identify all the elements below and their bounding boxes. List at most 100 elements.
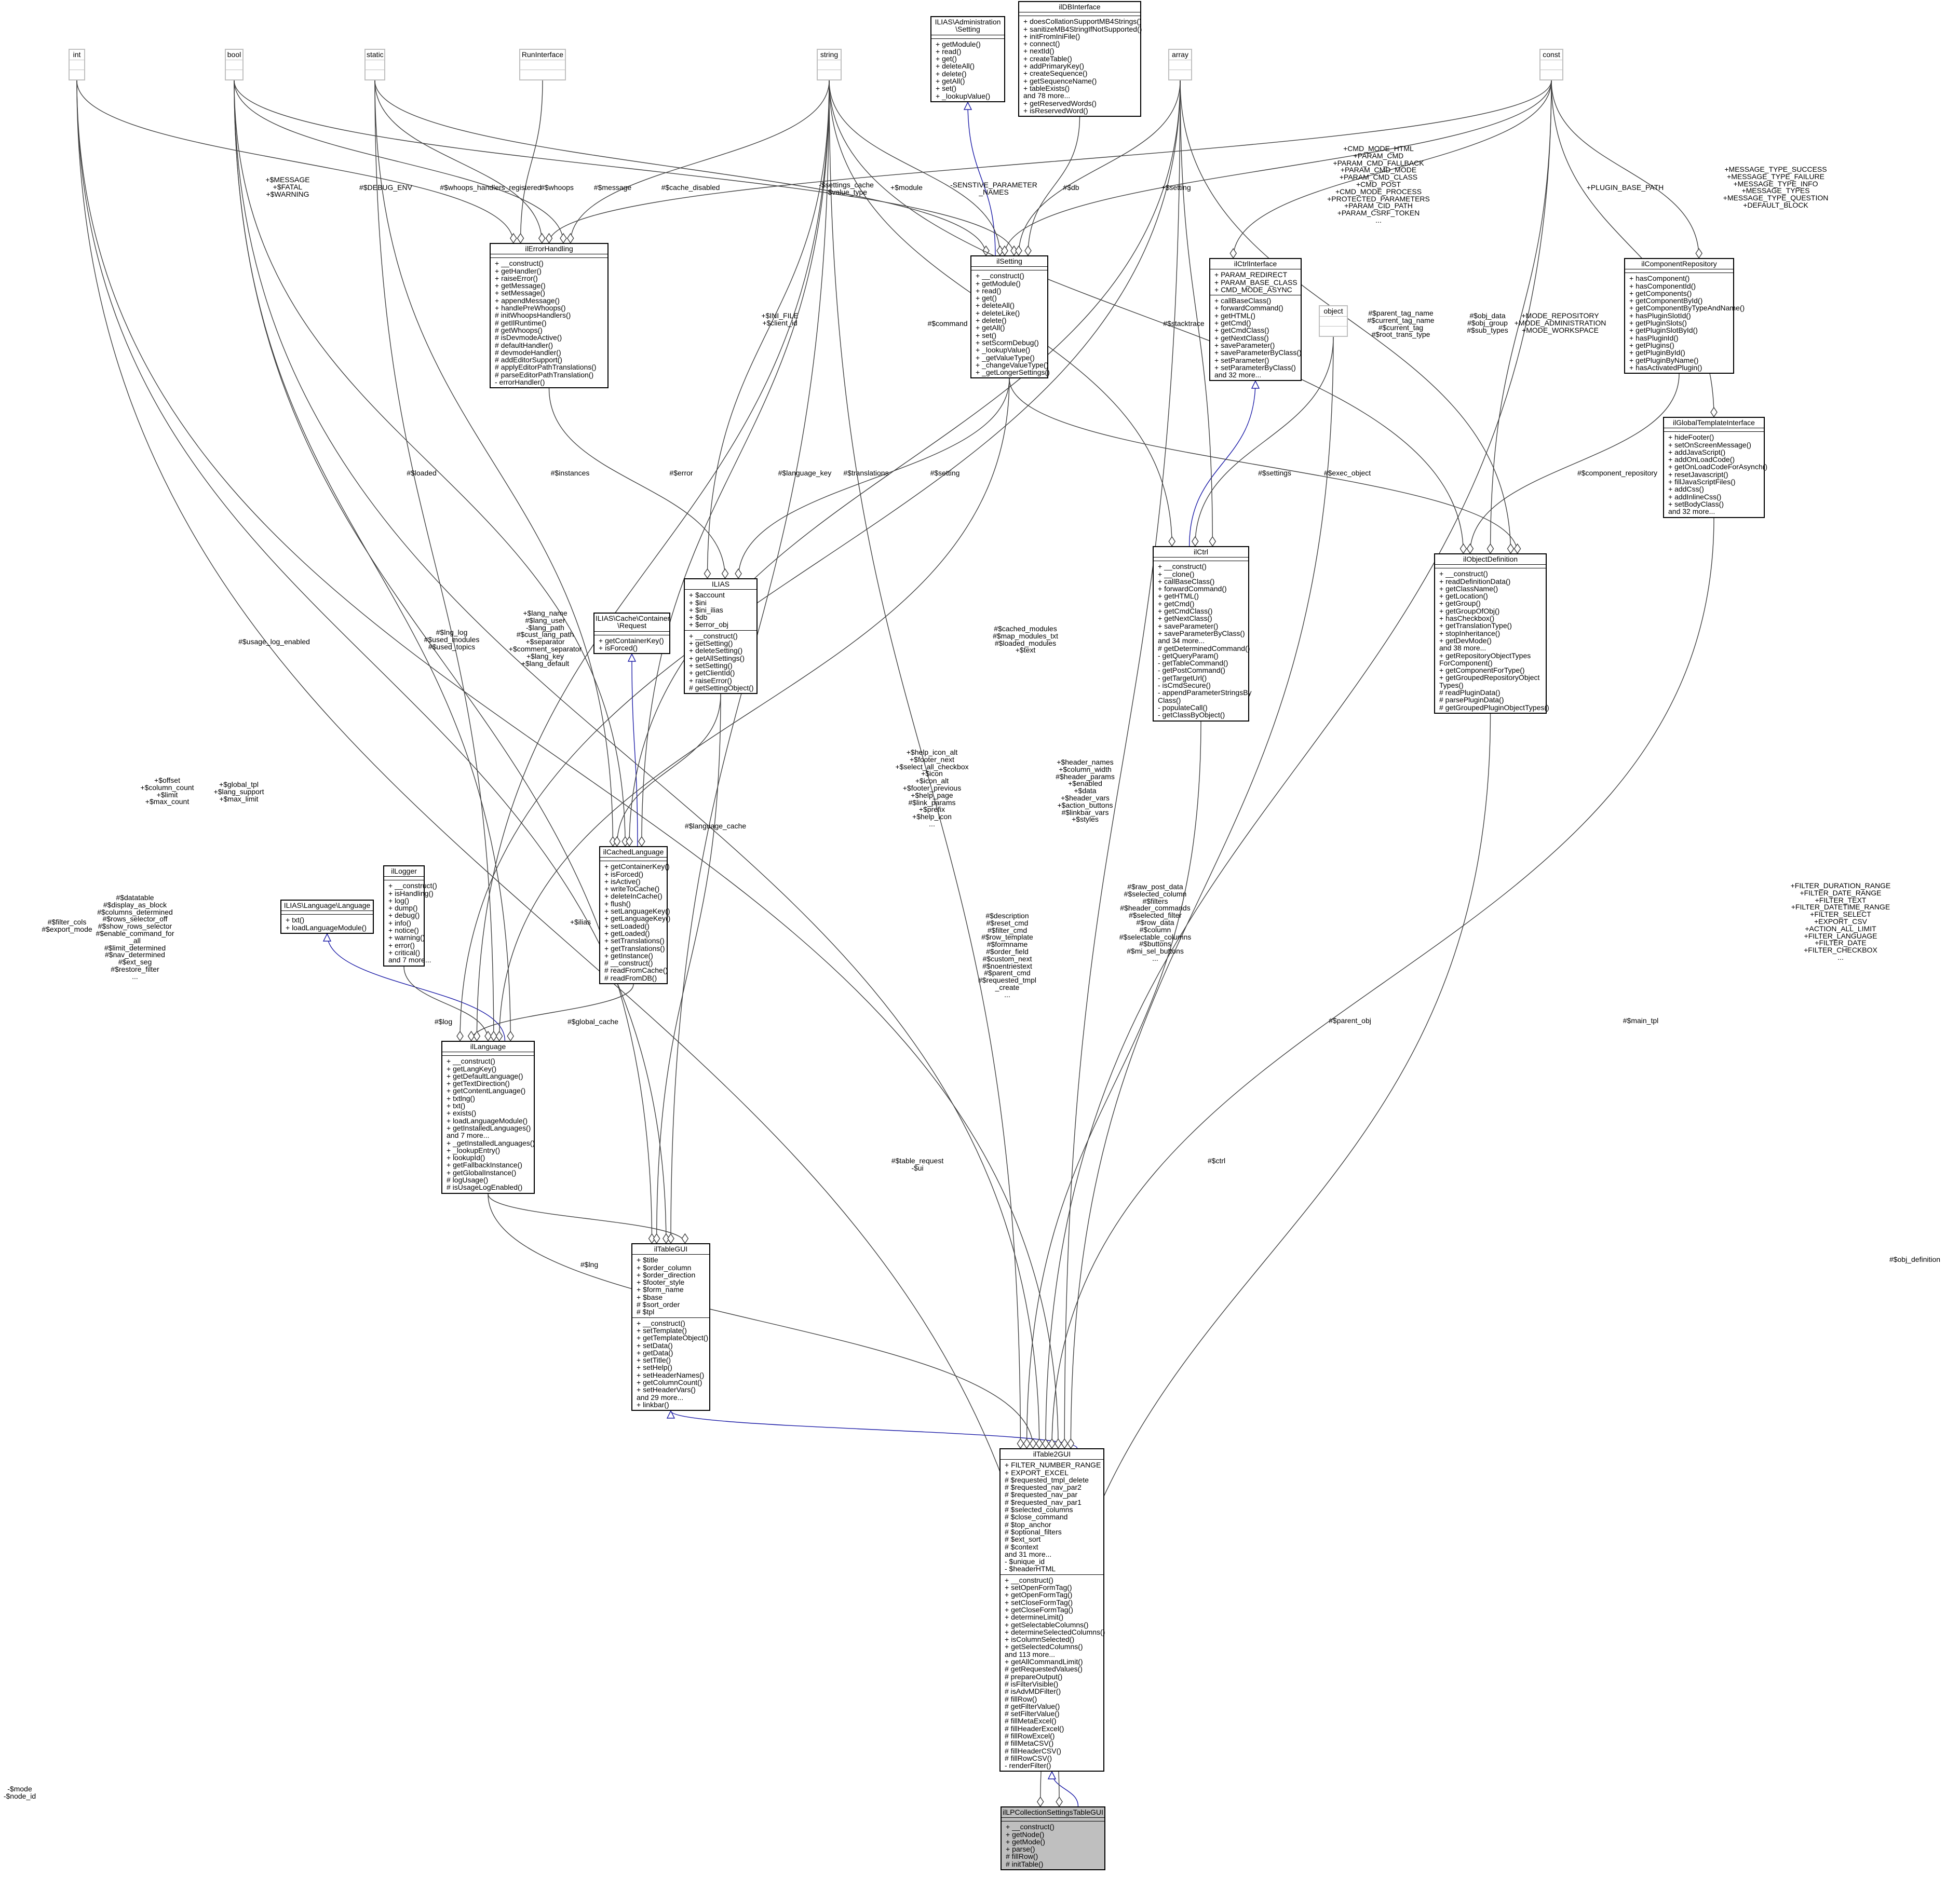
usage-edge-ilsetting-const [1004,80,1552,256]
edge-label-main-tpl: #$main_tpl [1623,1016,1659,1025]
class-attributes [1540,60,1562,71]
method: + isReservedWord() [1023,106,1088,115]
composition-diamond-icon [467,1030,475,1042]
class-methods: + __construct()+ setTemplate()+ getTempl… [632,1318,709,1410]
method: + read() [976,286,1002,295]
method: # getIlRuntime() [495,318,547,327]
edge-label-mode-node: -$mode -$node_id [3,1785,36,1800]
method: + determineSelectedColumns() [1005,1627,1105,1636]
method: - appendParameterStringsBy [1158,688,1252,697]
composition-diamond-icon [1486,543,1494,554]
class-name: bool [226,50,242,61]
attribute: + $db [689,613,708,622]
method: # readPluginData() [1439,688,1501,697]
method: + __construct() [1006,1823,1055,1831]
composition-diamond-icon [1209,536,1216,547]
method: + setLanguageKey() [604,907,670,916]
method: + notice() [388,926,419,935]
method: + nextId() [1023,47,1055,56]
composition-diamond-icon [667,1233,674,1244]
method: + getDevMode() [1439,636,1492,645]
method: # getWhoops() [495,325,543,334]
method: and 78 more... [1023,91,1071,100]
edge-label-global-cache: #$global_cache [567,1017,619,1026]
method: - getQueryParam() [1158,651,1219,660]
attribute: # $requested_nav_par [1005,1490,1078,1499]
method: + isColumnSelected() [1005,1635,1075,1644]
composition-diamond-icon [1015,245,1022,256]
edge-label-obj-data: #$obj_data #$obj_group #$sub_types [1467,311,1508,334]
method: + getPluginByName() [1629,356,1699,364]
attribute: # $top_anchor [1005,1520,1051,1529]
class-attributes [281,911,373,915]
inheritance-arrowhead-icon [322,933,332,942]
attribute: + $title [637,1256,658,1264]
edge-label-help-icon: +$help_icon_alt +$footer_next +$select_a… [895,748,969,828]
method: + getModule() [936,39,981,48]
class-attributes [226,60,242,71]
composition-diamond-icon [1710,406,1718,418]
inheritance-arrowhead-icon [666,1410,675,1419]
method: + getNextClass() [1158,614,1212,623]
edge-label-raw-post: #$raw_post_data #$selected_column #$filt… [1119,882,1192,962]
class-attributes [1019,12,1140,17]
attribute: and 31 more... [1005,1549,1052,1558]
edge-label-parent-obj: #$parent_obj [1329,1016,1371,1025]
method: + txt() [447,1102,466,1110]
class-string: string [817,49,842,81]
edge-label-whoops: #$whoops [540,183,574,192]
attribute: + $order_direction [637,1270,696,1279]
attribute: + CMD_MODE_ASYNC [1214,285,1292,294]
method: + setScormDebug() [976,338,1039,347]
method: and 7 more... [388,956,431,964]
edge-label-message: +$MESSAGE +$FATAL +$WARNING [265,175,310,198]
method: and 7 more... [447,1131,490,1140]
method: + _lookupValue() [936,91,991,100]
method: + exists() [447,1109,477,1118]
method: # fillRow() [1005,1694,1037,1703]
composition-diamond-icon [545,233,553,244]
method: + isHandling() [388,889,434,898]
method: + getMessage() [495,281,546,290]
method: # prepareOutput() [1005,1672,1063,1681]
class-methods: + __construct()+ setOpenFormTag()+ getOp… [1001,1575,1105,1771]
usage-edge-illpcollectionsettingstablegui-ilobjectdefinition [1040,713,1491,1807]
usage-edge-ilias-ilerrorhandling [548,388,726,579]
method: + getData() [637,1348,673,1357]
method: + saveParameterByClass() [1158,629,1245,637]
usage-edge-ilerrorhandling-static [374,80,543,243]
edge-label-parent-tag: #$parent_tag_name #$current_tag_name #$c… [1367,309,1435,339]
method: + getRepositoryObjectTypes [1439,651,1531,660]
method: + flush() [604,899,631,908]
method: + isForced() [599,643,638,652]
method: + _getValueType() [976,353,1035,362]
method: + getTranslations() [604,944,665,953]
method: + deleteAll() [976,301,1015,310]
usage-edge-ilias-ilsetting [738,378,1010,579]
method: + hasCheckbox() [1439,614,1495,623]
method: + __construct() [1005,1575,1053,1584]
attribute: # $requested_tmpl_delete [1005,1475,1089,1484]
class-methods: + __construct()+ getLangKey()+ getDefaul… [442,1056,535,1192]
method: + addCss() [1668,485,1704,494]
method: + createSequence() [1023,69,1088,78]
composition-diamond-icon [1191,536,1199,547]
composition-diamond-icon [721,568,729,579]
edge-label-settings-cache: -$settings_cache -$value_type [819,181,874,196]
composition-diamond-icon [1001,245,1008,256]
attribute: # $tpl [637,1308,655,1316]
edge-label-command: #$command [927,319,968,328]
attribute: # $requested_nav_par1 [1005,1498,1082,1506]
method: # getSettingObject() [689,683,754,692]
method: - getPostCommand() [1158,666,1225,675]
class-methods: + __construct()+ getNode()+ getMode()+ p… [1002,1821,1104,1869]
method: + hasPluginSlotId() [1629,311,1691,320]
method: + forwardCommand() [1214,304,1283,312]
method: + read() [936,47,962,56]
composition-diamond-icon [1695,248,1703,259]
method: + forwardCommand() [1158,584,1227,593]
class-methods: + callBaseClass()+ forwardCommand()+ get… [1210,295,1302,380]
method: + delete() [936,69,967,78]
method: + parse() [1006,1845,1035,1854]
method: + txt() [286,916,305,924]
